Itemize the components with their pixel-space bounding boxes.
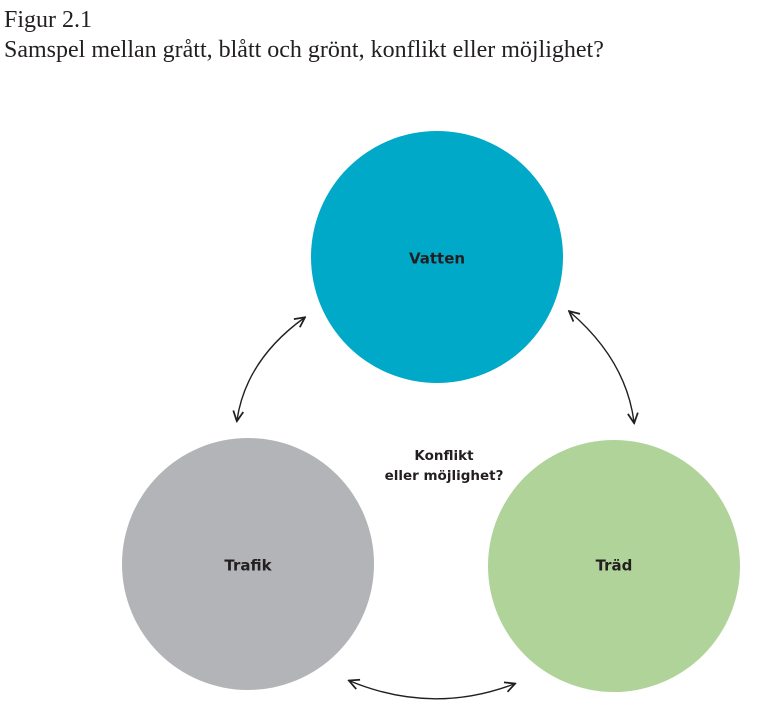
center-question-line1: Konflikt — [414, 448, 474, 464]
center-question-line2: eller möjlighet? — [385, 468, 504, 484]
arrow-trafik-trad — [350, 681, 514, 700]
trafik-label: Trafik — [224, 557, 272, 575]
trad-label: Träd — [596, 557, 633, 575]
arrow-vatten-trafik — [237, 318, 304, 420]
arrow-vatten-trad — [570, 312, 634, 422]
vatten-circle — [311, 131, 563, 383]
vatten-label: Vatten — [409, 250, 465, 268]
figure-number: Figur 2.1 — [4, 7, 93, 33]
trafik-circle — [122, 438, 374, 690]
trad-circle — [488, 440, 740, 692]
figure-caption: Samspel mellan grått, blått och grönt, k… — [4, 37, 604, 63]
